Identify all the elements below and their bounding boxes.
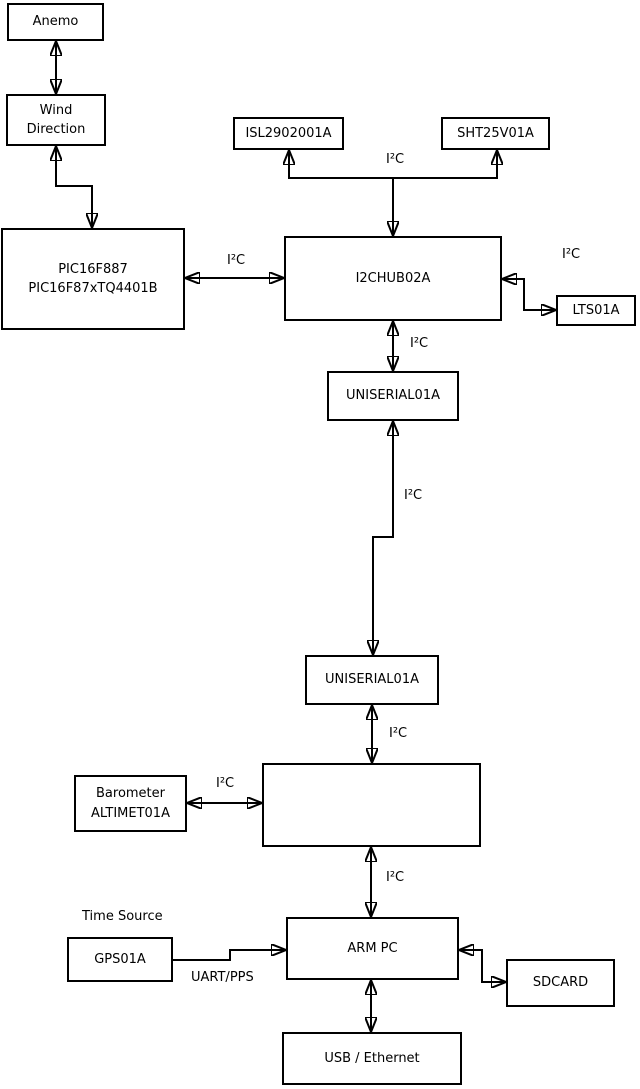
box-uniserial-1: UNISERIAL01A: [327, 371, 459, 421]
connector-hub1-lts: [502, 279, 556, 310]
box-pic-microcontroller: PIC16F887 PIC16F87xTQ4401B: [1, 228, 185, 330]
i2c-label-hub2-armpc: I²C: [386, 870, 405, 885]
box-gps01a: GPS01A: [67, 937, 173, 982]
i2c-label-sensor-bus: I²C: [386, 152, 405, 167]
connector-wind-pic: [56, 146, 92, 228]
box-anemometer: Anemo: [7, 3, 104, 41]
i2c-label-lts-link: I²C: [562, 247, 581, 262]
box-usb-ethernet: USB / Ethernet: [282, 1032, 462, 1085]
box-anemometer-label: Anemo: [32, 14, 79, 30]
box-arm-pc: ARM PC: [286, 917, 459, 980]
uart-pps-label: UART/PPS: [191, 970, 254, 985]
box-pic-microcontroller-label: PIC16F887 PIC16F87xTQ4401B: [28, 261, 158, 297]
connector-armpc-sdcard: [459, 950, 506, 982]
box-arm-pc-label: ARM PC: [347, 940, 398, 956]
box-uniserial-2: UNISERIAL01A: [305, 655, 439, 705]
box-wind-direction: Wind Direction: [6, 94, 106, 146]
connector-uniserial1-uniserial2: [373, 421, 393, 655]
box-uniserial-2-label: UNISERIAL01A: [325, 672, 419, 688]
box-wind-direction-label: Wind Direction: [26, 102, 86, 138]
i2c-label-hub1-uniserial1: I²C: [410, 336, 429, 351]
box-isl2902001a: ISL2902001A: [233, 117, 344, 150]
box-usb-ethernet-label: USB / Ethernet: [324, 1050, 420, 1066]
box-sdcard-label: SDCARD: [532, 975, 589, 991]
box-gps01a-label: GPS01A: [94, 951, 146, 967]
i2c-label-uniserial2-hub2: I²C: [389, 726, 408, 741]
box-barometer-altimeter: Barometer ALTIMET01A: [74, 775, 187, 832]
box-sht25v01a-label: SHT25V01A: [457, 125, 534, 141]
time-source-label: Time Source: [82, 909, 163, 924]
box-sht25v01a: SHT25V01A: [441, 117, 550, 150]
i2c-label-long-link: I²C: [404, 488, 423, 503]
box-barometer-altimeter-label: Barometer ALTIMET01A: [91, 786, 170, 821]
i2c-label-barometer-link: I²C: [216, 776, 235, 791]
i2c-label-pic-link: I²C: [227, 253, 246, 268]
box-i2c-hub-1: I2CHUB02A: [284, 236, 502, 321]
box-uniserial-1-label: UNISERIAL01A: [346, 388, 440, 404]
connector-gps-armpc: [173, 950, 286, 961]
box-i2c-hub-2: [262, 763, 481, 847]
box-lts01a-label: LTS01A: [572, 302, 620, 318]
box-i2c-hub-1-label: I2CHUB02A: [355, 270, 431, 286]
box-isl2902001a-label: ISL2902001A: [245, 125, 332, 141]
box-lts01a: LTS01A: [556, 295, 636, 326]
box-sdcard: SDCARD: [506, 959, 615, 1007]
